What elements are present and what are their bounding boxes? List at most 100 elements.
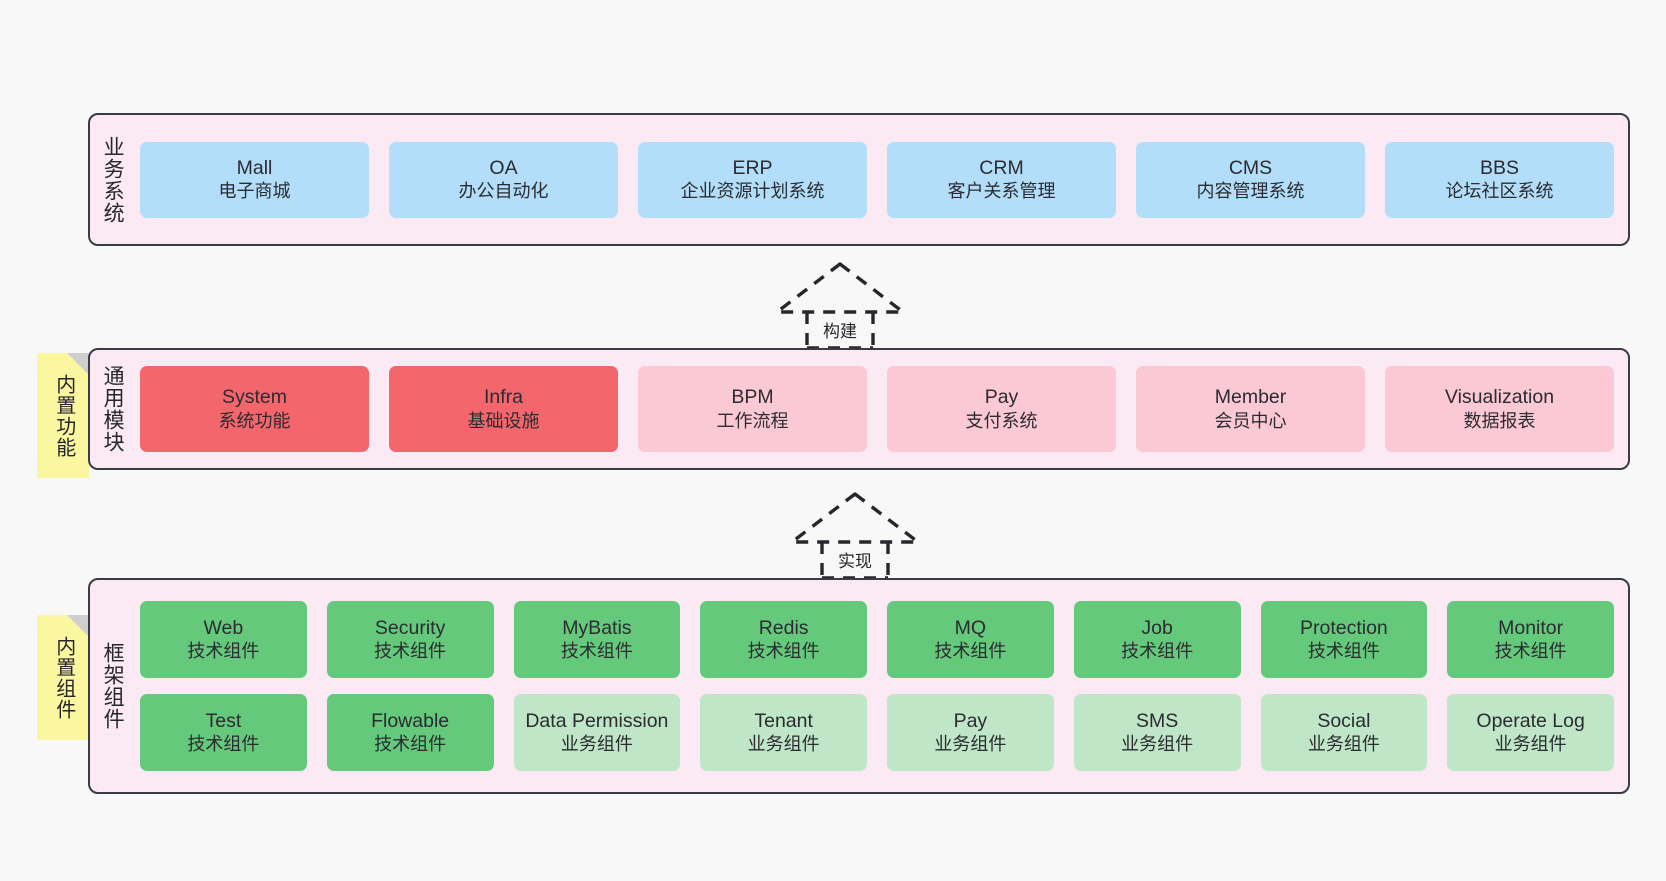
box-subtitle: 技术组件 — [374, 734, 447, 755]
box-subtitle: 业务组件 — [560, 734, 633, 755]
box-title: Protection — [1299, 616, 1388, 639]
layer-common-module: 通用模块 System 系统功能 Infra 基础设施 BPM 工作流程 Pay… — [88, 348, 1630, 470]
box-member[interactable]: Member 会员中心 — [1136, 366, 1365, 452]
box-title: ERP — [732, 156, 773, 179]
box-title: Test — [205, 709, 242, 732]
box-subtitle: 技术组件 — [374, 641, 447, 662]
box-title: Data Permission — [525, 709, 669, 732]
box-title: Operate Log — [1476, 709, 1585, 732]
box-infra[interactable]: Infra 基础设施 — [389, 366, 618, 452]
box-job[interactable]: Job 技术组件 — [1073, 601, 1241, 678]
box-test[interactable]: Test 技术组件 — [140, 694, 307, 771]
box-bpm[interactable]: BPM 工作流程 — [638, 366, 867, 452]
box-subtitle: 企业资源计划系统 — [680, 181, 825, 202]
box-tenant[interactable]: Tenant 业务组件 — [700, 694, 867, 771]
box-subtitle: 论坛社区系统 — [1445, 181, 1554, 202]
box-protection[interactable]: Protection 技术组件 — [1260, 601, 1428, 678]
box-title: Security — [374, 616, 446, 639]
box-subtitle: 技术组件 — [1307, 641, 1380, 662]
connector-build-label: 构建 — [823, 322, 857, 341]
box-subtitle: 业务组件 — [747, 734, 820, 755]
box-title: Infra — [483, 386, 524, 408]
row-business-components: Test 技术组件 Flowable 技术组件 Data Permission … — [140, 694, 1614, 771]
box-operate-log[interactable]: Operate Log 业务组件 — [1447, 694, 1614, 771]
box-title: OA — [489, 156, 518, 179]
box-subtitle: 技术组件 — [1494, 641, 1567, 662]
box-title: MQ — [954, 616, 987, 639]
layer-body-common-module: System 系统功能 Infra 基础设施 BPM 工作流程 Pay 支付系统… — [134, 350, 1628, 468]
box-title: Social — [1317, 709, 1371, 732]
row-common-module: System 系统功能 Infra 基础设施 BPM 工作流程 Pay 支付系统… — [140, 366, 1614, 452]
box-subtitle: 工作流程 — [716, 410, 789, 431]
row-tech-components: Web 技术组件 Security 技术组件 MyBatis 技术组件 Redi… — [140, 601, 1614, 678]
box-subtitle: 业务组件 — [1121, 734, 1194, 755]
box-mybatis[interactable]: MyBatis 技术组件 — [513, 601, 681, 678]
box-subtitle: 技术组件 — [1121, 641, 1194, 662]
box-security[interactable]: Security 技术组件 — [326, 601, 494, 678]
box-title: Pay — [984, 386, 1019, 408]
box-pay[interactable]: Pay 支付系统 — [887, 366, 1116, 452]
box-oa[interactable]: OA 办公自动化 — [389, 141, 618, 218]
box-title: BPM — [731, 386, 774, 408]
box-title: Member — [1214, 386, 1287, 408]
box-subtitle: 客户关系管理 — [947, 181, 1056, 202]
box-mq[interactable]: MQ 技术组件 — [887, 601, 1054, 678]
box-subtitle: 基础设施 — [467, 410, 540, 431]
layer-body-framework-component: Web 技术组件 Security 技术组件 MyBatis 技术组件 Redi… — [134, 580, 1628, 792]
box-title: Tenant — [754, 709, 813, 732]
box-subtitle: 会员中心 — [1214, 410, 1287, 431]
box-social[interactable]: Social 业务组件 — [1260, 694, 1428, 771]
connector-implement-label: 实现 — [838, 552, 872, 571]
layer-title-common-module: 通用模块 — [101, 365, 125, 453]
row-business-system: Mall 电子商城 OA 办公自动化 ERP 企业资源计划系统 CRM 客户关系… — [140, 141, 1614, 218]
box-subtitle: 电子商城 — [218, 181, 291, 202]
box-subtitle: 内容管理系统 — [1196, 181, 1305, 202]
box-title: CRM — [979, 156, 1024, 179]
box-title: MyBatis — [562, 616, 632, 639]
box-visualization[interactable]: Visualization 数据报表 — [1385, 366, 1614, 452]
box-crm[interactable]: CRM 客户关系管理 — [887, 141, 1116, 218]
connector-implement: 实现 — [770, 488, 940, 580]
box-erp[interactable]: ERP 企业资源计划系统 — [638, 141, 867, 218]
box-subtitle: 数据报表 — [1463, 410, 1536, 431]
layer-business-system: 业务系统 Mall 电子商城 OA 办公自动化 ERP 企业资源计划系统 CRM… — [88, 113, 1630, 246]
box-title: Pay — [953, 709, 988, 732]
box-data-permission[interactable]: Data Permission 业务组件 — [513, 694, 681, 771]
box-subtitle: 技术组件 — [934, 641, 1007, 662]
layer-framework-component: 框架组件 Web 技术组件 Security 技术组件 MyBatis 技术组件… — [88, 578, 1630, 794]
box-subtitle: 技术组件 — [187, 641, 260, 662]
box-subtitle: 业务组件 — [1307, 734, 1380, 755]
box-subtitle: 办公自动化 — [458, 181, 549, 202]
box-sms[interactable]: SMS 业务组件 — [1073, 694, 1241, 771]
box-title: Web — [203, 616, 244, 639]
layer-title-business-system: 业务系统 — [101, 135, 125, 224]
note-label: 内置组件 — [52, 635, 75, 720]
connector-build: 构建 — [755, 258, 925, 350]
box-cms[interactable]: CMS 内容管理系统 — [1136, 141, 1365, 218]
box-pay-component[interactable]: Pay 业务组件 — [887, 694, 1054, 771]
box-title: Mall — [236, 156, 273, 179]
box-subtitle: 业务组件 — [1494, 734, 1567, 755]
box-title: CMS — [1228, 156, 1273, 179]
box-subtitle: 系统功能 — [218, 410, 291, 431]
box-system[interactable]: System 系统功能 — [140, 366, 369, 452]
box-mall[interactable]: Mall 电子商城 — [140, 141, 369, 218]
box-title: Visualization — [1444, 386, 1555, 408]
box-title: Flowable — [371, 709, 450, 732]
note-builtin-function: 内置功能 — [37, 353, 89, 478]
box-redis[interactable]: Redis 技术组件 — [700, 601, 867, 678]
box-subtitle: 支付系统 — [965, 410, 1038, 431]
box-monitor[interactable]: Monitor 技术组件 — [1447, 601, 1614, 678]
note-builtin-component: 内置组件 — [37, 615, 89, 740]
box-title: Redis — [758, 616, 809, 639]
box-web[interactable]: Web 技术组件 — [140, 601, 307, 678]
box-subtitle: 业务组件 — [934, 734, 1007, 755]
box-flowable[interactable]: Flowable 技术组件 — [326, 694, 494, 771]
box-bbs[interactable]: BBS 论坛社区系统 — [1385, 141, 1614, 218]
layer-title-framework-component: 框架组件 — [101, 642, 125, 730]
note-fold-icon — [67, 615, 89, 637]
box-subtitle: 技术组件 — [747, 641, 820, 662]
box-subtitle: 技术组件 — [187, 734, 260, 755]
box-title: Job — [1141, 616, 1173, 639]
